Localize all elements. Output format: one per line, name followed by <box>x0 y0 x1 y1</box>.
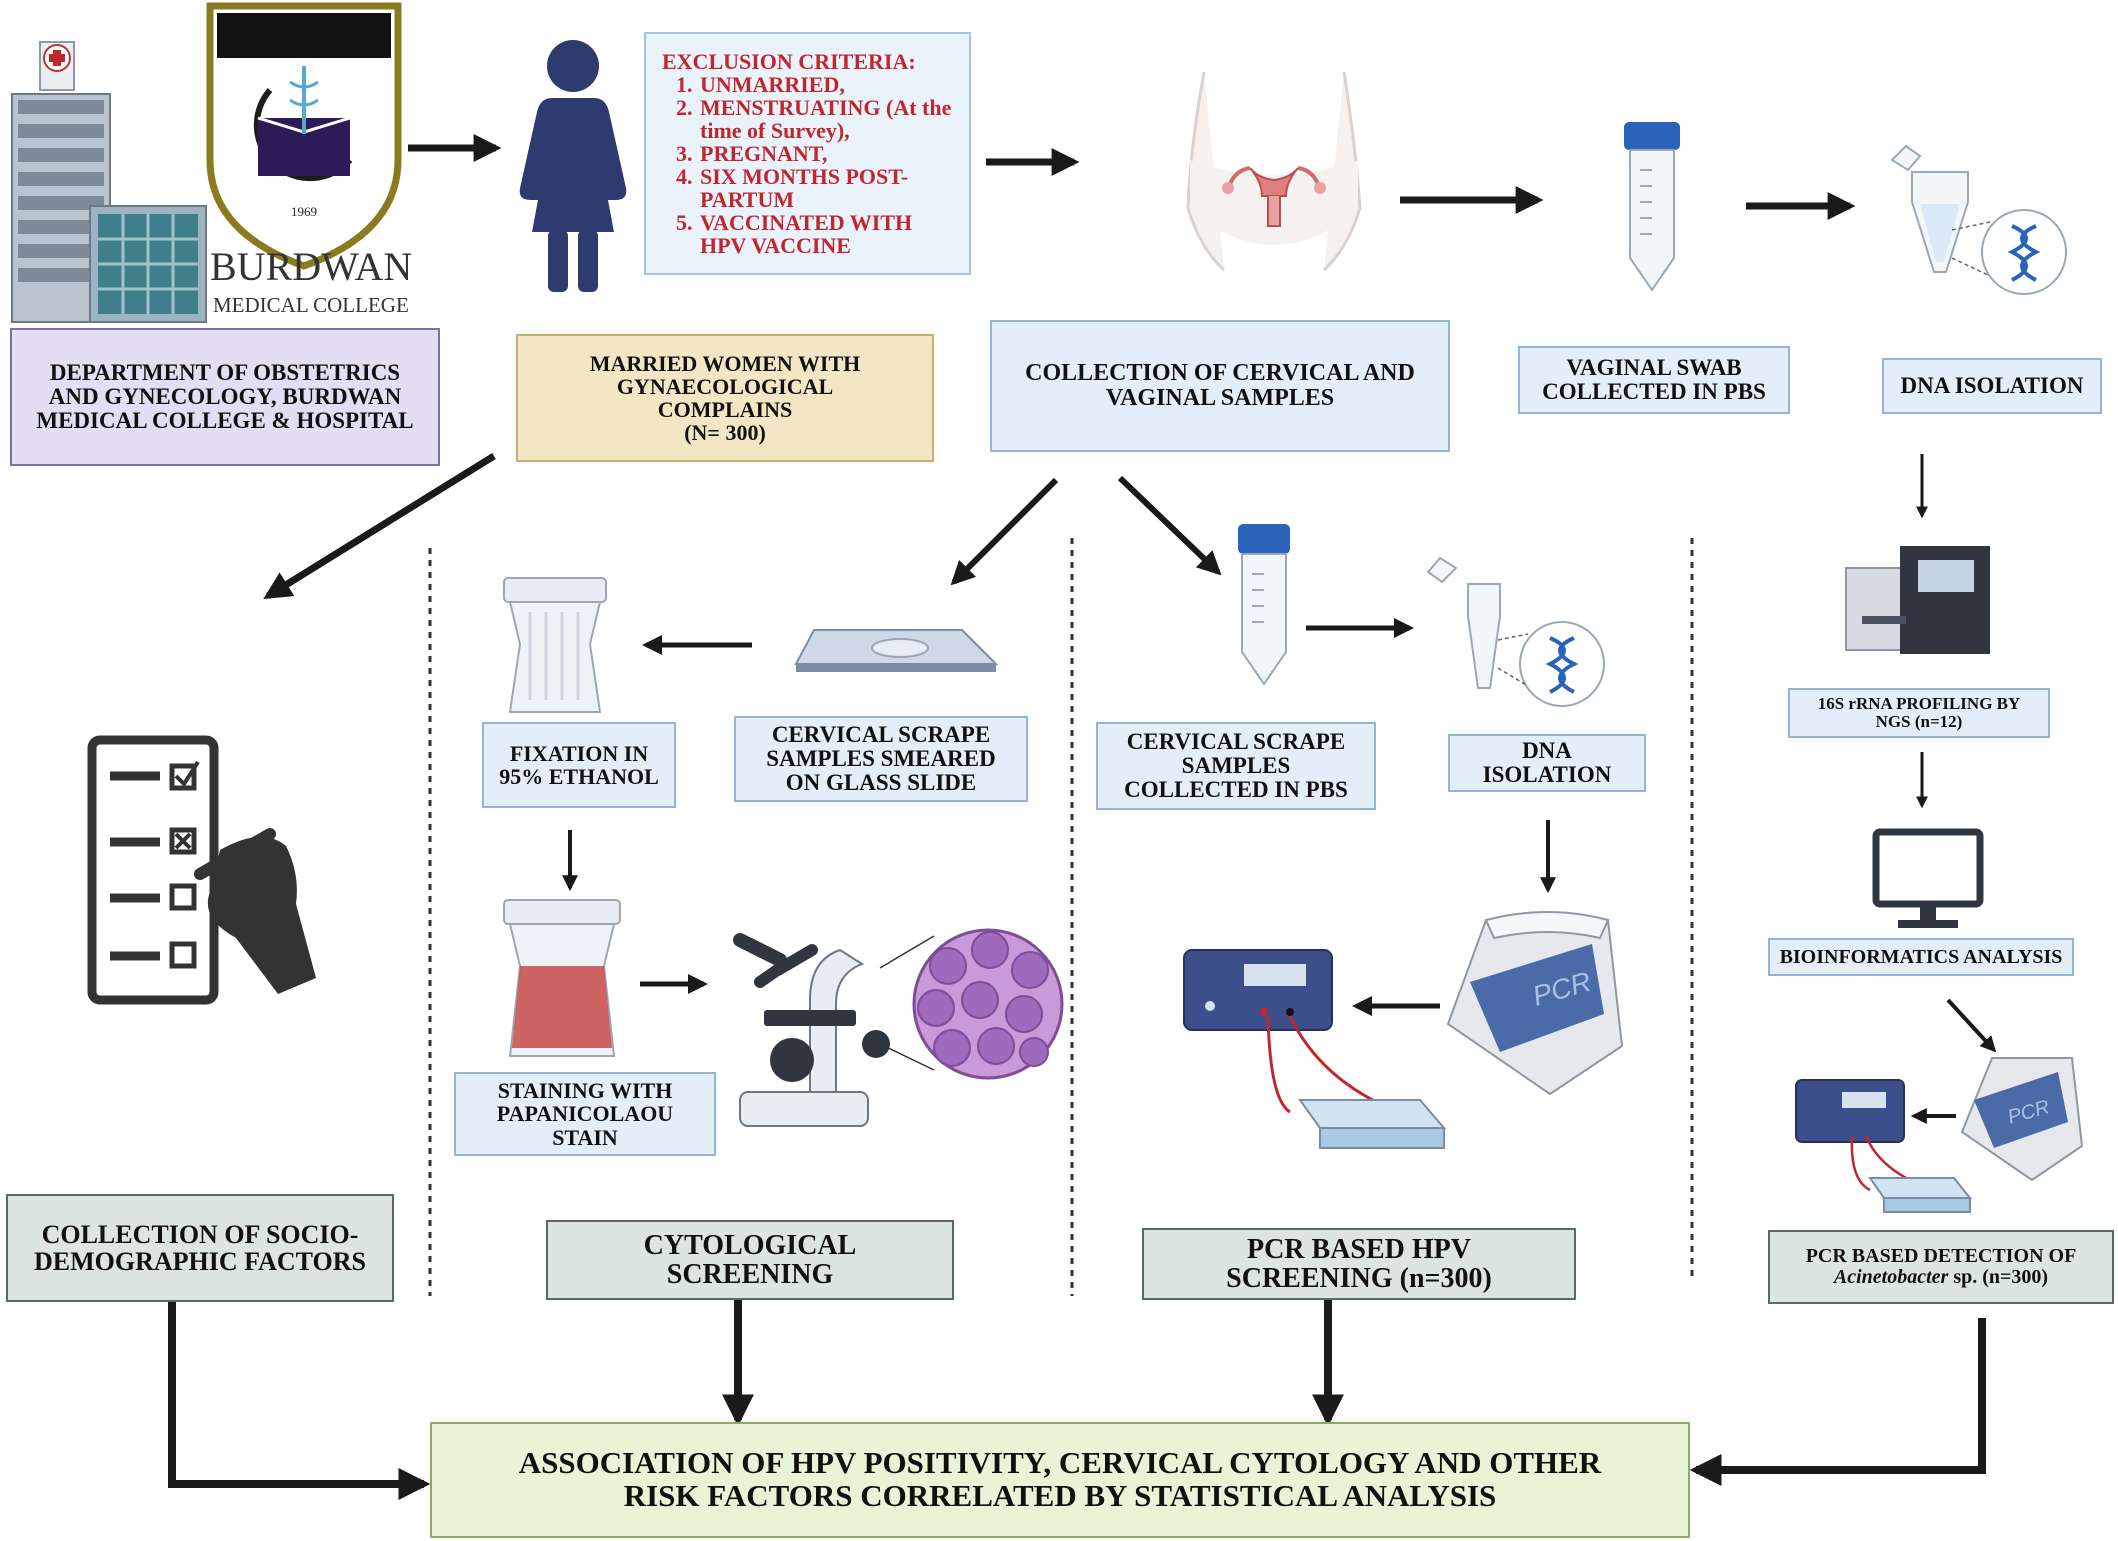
gel-tank-icon <box>1298 1099 1447 1149</box>
exclusion-item: UNMARRIED, <box>698 73 961 96</box>
cytological-screening-box: CYTOLOGICAL SCREENING <box>546 1220 954 1300</box>
pcr-machine-icon: PCR <box>1446 911 1624 1096</box>
power-supply-small-icon <box>1795 1079 1929 1192</box>
eppendorf-tube-top-icon <box>1890 144 2067 295</box>
glass-slide-icon <box>794 629 999 672</box>
coplin-jar-icon <box>503 577 607 713</box>
section-dividers <box>428 538 1694 1296</box>
dna-isolation-top-box: DNA ISOLATION <box>1882 358 2102 414</box>
monitor-icon <box>1872 828 1984 928</box>
pcr-acinetobacter-line2: Acinetobacter sp. (n=300) <box>1834 1267 2048 1288</box>
cervical-smear-box: CERVICAL SCRAPE SAMPLES SMEARED ON GLASS… <box>734 716 1028 802</box>
logo-year: 1969 <box>291 204 317 219</box>
dna-isolation-mid-box: DNA ISOLATION <box>1448 734 1646 792</box>
16s-profiling-box: 16S rRNA PROFILING BY NGS (n=12) <box>1788 688 2050 738</box>
college-logo: 1969 <box>206 2 402 270</box>
married-women-box: MARRIED WOMEN WITH GYNAECOLOGICAL COMPLA… <box>516 334 934 462</box>
association-box: ASSOCIATION OF HPV POSITIVITY, CERVICAL … <box>430 1422 1690 1538</box>
exclusion-item: VACCINATED WITH HPV VACCINE <box>698 211 961 257</box>
hospital-icon <box>11 41 207 323</box>
woman-icon <box>519 40 627 292</box>
exclusion-criteria-box: EXCLUSION CRITERIA: UNMARRIED, MENSTRUAT… <box>644 32 971 275</box>
microscope-icon <box>733 933 890 1127</box>
exclusion-item: SIX MONTHS POST-PARTUM <box>698 165 961 211</box>
eppendorf-tube-mid-icon <box>1426 556 1605 707</box>
falcon-tube-mid-icon <box>1238 524 1290 686</box>
vaginal-swab-box: VAGINAL SWAB COLLECTED IN PBS <box>1518 346 1790 414</box>
logo-college-subtitle: MEDICAL COLLEGE <box>213 293 409 317</box>
pcr-acinetobacter-line1: PCR BASED DETECTION OF <box>1805 1245 2077 1267</box>
collection-samples-box: COLLECTION OF CERVICAL AND VAGINAL SAMPL… <box>990 320 1450 452</box>
department-box: DEPARTMENT OF OBSTETRICS AND GYNECOLOGY,… <box>10 328 440 466</box>
exclusion-title: EXCLUSION CRITERIA: <box>662 49 916 74</box>
acinetobacter-name: Acinetobacter <box>1833 1266 1949 1288</box>
staining-box: STAINING WITH PAPANICOLAOU STAIN <box>454 1072 716 1156</box>
acinetobacter-count: sp. (n=300) <box>1948 1266 2049 1288</box>
falcon-tube-top-icon <box>1624 122 1680 292</box>
pcr-acinetobacter-box: PCR BASED DETECTION OF Acinetobacter sp.… <box>1768 1230 2114 1304</box>
cells-magnified-icon <box>879 928 1064 1080</box>
cervical-pbs-box: CERVICAL SCRAPE SAMPLES COLLECTED IN PBS <box>1096 722 1376 810</box>
exclusion-item: MENSTRUATING (At the time of Survey), <box>698 96 961 142</box>
flow-arrows <box>168 134 1997 1500</box>
fixation-box: FIXATION IN 95% ETHANOL <box>482 722 676 808</box>
gel-tank-small-icon <box>1868 1177 1973 1213</box>
pcr-machine-small-icon: PCR <box>1960 1057 2084 1182</box>
exclusion-list: UNMARRIED, MENSTRUATING (At the time of … <box>662 73 961 257</box>
logo-college-name: BURDWAN <box>210 244 412 289</box>
questionnaire-icon <box>87 735 316 1005</box>
socio-demographic-box: COLLECTION OF SOCIO- DEMOGRAPHIC FACTORS <box>6 1194 394 1302</box>
power-supply-icon <box>1183 949 1399 1114</box>
exclusion-item: PREGNANT, <box>698 142 961 165</box>
bioinformatics-box: BIOINFORMATICS ANALYSIS <box>1768 938 2074 976</box>
ngs-sequencer-icon <box>1845 546 1990 654</box>
female-anatomy-icon <box>1186 71 1362 272</box>
pcr-hpv-screening-box: PCR BASED HPV SCREENING (n=300) <box>1142 1228 1576 1300</box>
stain-jar-icon <box>503 899 621 1057</box>
